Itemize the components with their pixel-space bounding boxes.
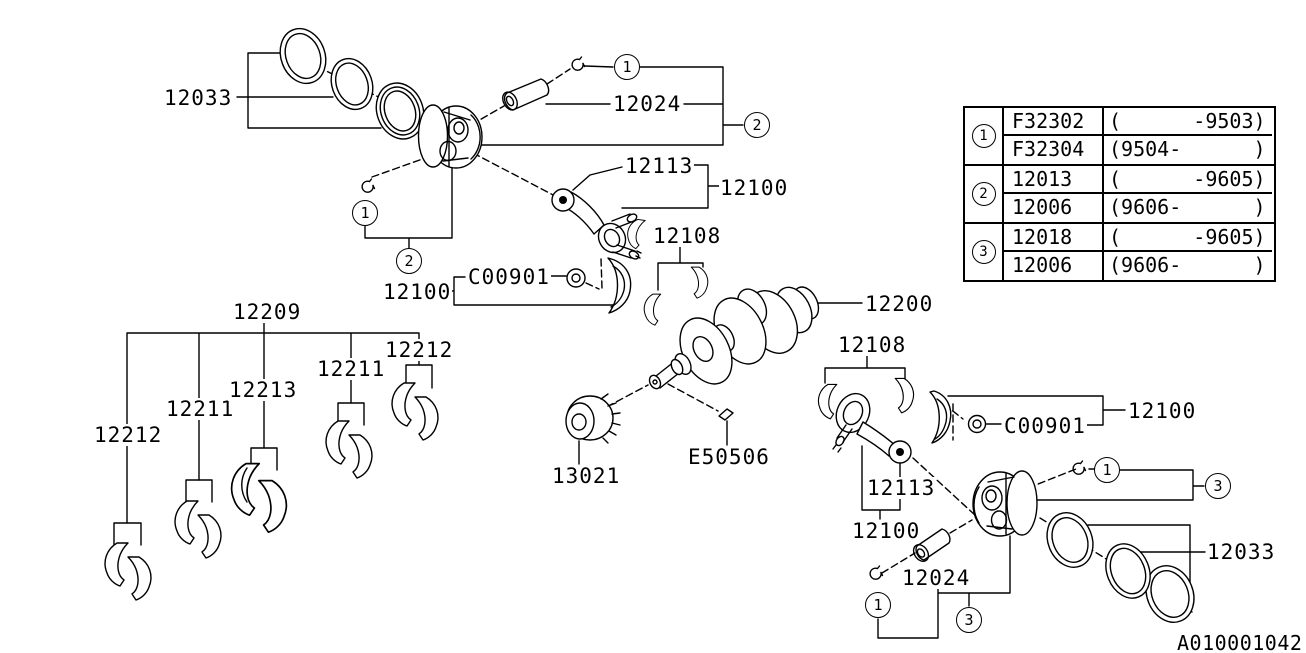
part-label-12209: 12209 <box>232 300 303 324</box>
table-ref-badge: 3 <box>971 240 996 264</box>
part-label-12108-lower: 12108 <box>837 333 908 357</box>
ref-callout-2-top: 2 <box>744 112 770 138</box>
ref-callout-3-mid: 3 <box>1205 473 1231 499</box>
part-label-12100-right: 12100 <box>1127 399 1198 423</box>
connecting-rod-top <box>551 188 642 260</box>
crank-sprocket <box>565 393 621 444</box>
table-part-cell: 12006 <box>1004 252 1104 280</box>
table-ref-badge: 2 <box>971 182 996 206</box>
ref-callout-3-bottom: 3 <box>956 607 982 633</box>
table-group-1: 1 F32302 ( -9503) F32304 (9504- ) <box>965 108 1274 164</box>
table-range-cell: ( -9605) <box>1104 166 1272 194</box>
part-label-c00901-left: C00901 <box>467 265 551 289</box>
part-label-12113-lower: 12113 <box>866 476 937 500</box>
table-range-cell: ( -9503) <box>1104 108 1272 136</box>
part-label-12033-top: 12033 <box>163 86 234 110</box>
table-range-cell: (9606- ) <box>1109 195 1266 219</box>
piston-top <box>417 104 483 169</box>
table-part-cell: 12006 <box>1004 194 1104 222</box>
ref-callout-1-left: 1 <box>352 200 378 226</box>
part-label-12212-2: 12212 <box>384 338 455 362</box>
ref-callout-1-mid: 1 <box>1094 457 1120 483</box>
part-label-e50506: E50506 <box>687 445 771 469</box>
table-range-cell: (9504- ) <box>1109 137 1266 161</box>
table-range-cell: (9606- ) <box>1109 253 1266 277</box>
part-label-12113-upper: 12113 <box>624 154 695 178</box>
part-label-12100-upper: 12100 <box>719 176 790 200</box>
ref-callout-2-left: 2 <box>396 248 422 274</box>
ref-callout-1-top: 1 <box>614 54 640 80</box>
part-label-12212-1: 12212 <box>93 423 164 447</box>
crankshaft <box>648 286 820 390</box>
piston-pin-top <box>502 78 550 111</box>
part-label-12108-upper: 12108 <box>652 224 723 248</box>
ref-callout-1-bottom: 1 <box>865 592 891 618</box>
part-label-12200: 12200 <box>864 292 935 316</box>
table-group-3: 3 12018 ( -9605) 12006 (9606- ) <box>965 222 1274 280</box>
part-label-12024-lower: 12024 <box>901 566 972 590</box>
table-ref-badge: 1 <box>971 124 996 148</box>
part-label-12100-lower: 12100 <box>851 519 922 543</box>
table-part-cell: 12013 <box>1004 166 1104 194</box>
table-part-cell: 12018 <box>1004 224 1104 252</box>
drawing-code: A010001042 <box>1176 631 1304 653</box>
piston-rings-bottom <box>1046 512 1195 623</box>
piston-pin-bottom <box>912 528 951 562</box>
connecting-rod-bottom <box>832 392 912 464</box>
piston-bottom <box>972 470 1038 537</box>
part-label-12211-1: 12211 <box>165 397 236 421</box>
part-label-c00901-right: C00901 <box>1003 414 1087 438</box>
table-group-2: 2 12013 ( -9605) 12006 (9606- ) <box>965 164 1274 222</box>
piston-rings-top <box>279 27 425 140</box>
main-bearing-sets <box>104 382 439 601</box>
applicability-table: 1 F32302 ( -9503) F32304 (9504- ) 2 1201… <box>963 106 1276 282</box>
table-range-cell: ( -9605) <box>1104 224 1272 252</box>
part-label-13021: 13021 <box>551 464 622 488</box>
part-label-12100-left: 12100 <box>382 280 453 304</box>
part-label-12033-lower: 12033 <box>1206 540 1277 564</box>
table-part-cell: F32304 <box>1004 136 1104 164</box>
rod-cap-nut-right <box>929 390 987 444</box>
rod-cap-nut-left <box>566 257 632 314</box>
part-label-12024-top: 12024 <box>612 92 683 116</box>
woodruff-key <box>718 408 734 421</box>
table-part-cell: F32302 <box>1004 108 1104 136</box>
part-label-12211-2: 12211 <box>316 357 387 381</box>
part-label-12213: 12213 <box>228 378 299 402</box>
